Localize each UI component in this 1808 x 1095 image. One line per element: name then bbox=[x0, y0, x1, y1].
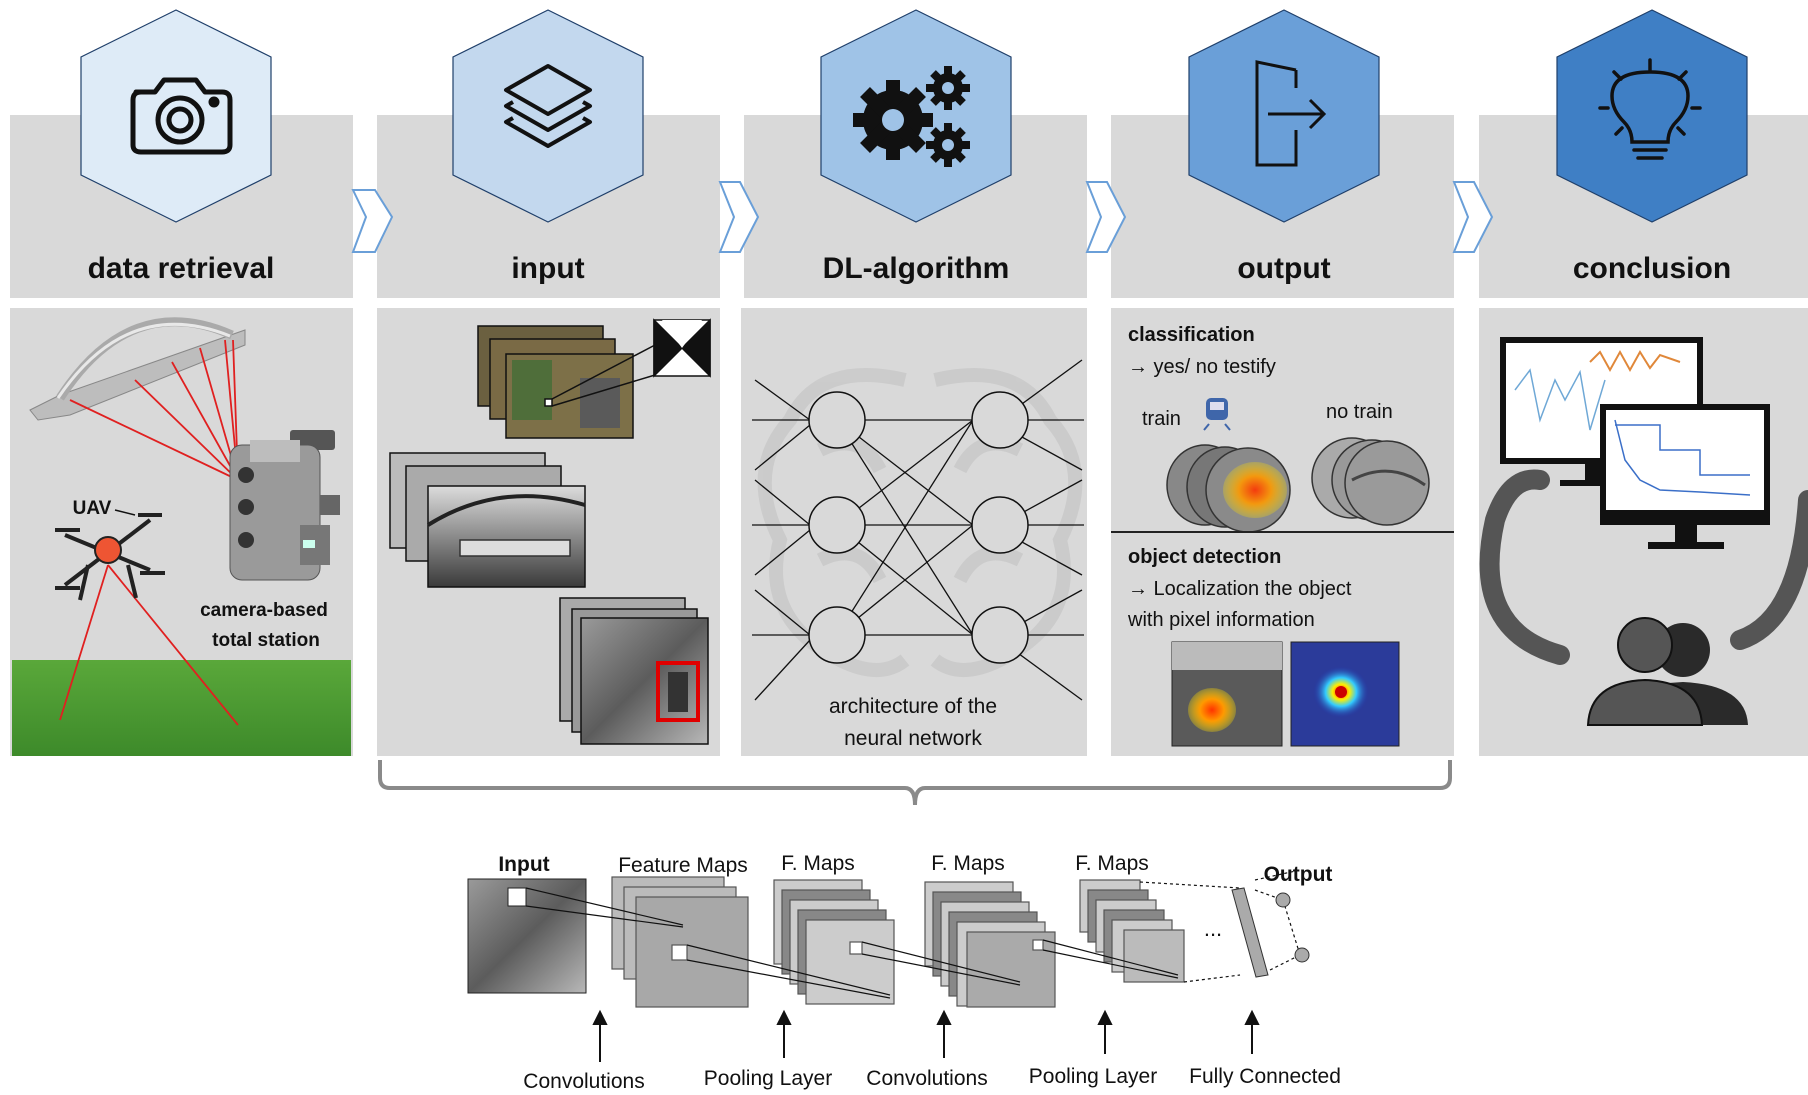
network-node bbox=[971, 496, 1029, 554]
detection-title: object detection bbox=[1128, 546, 1281, 568]
data-retrieval-illustration: UAV camera-based total station bbox=[12, 317, 351, 756]
stage-hexagons bbox=[80, 9, 1748, 223]
uav-label-pointer bbox=[114, 509, 136, 516]
cnn-layer-label: Pooling Layer bbox=[704, 1067, 832, 1090]
stage-title: data retrieval bbox=[88, 252, 275, 285]
stage-title: DL-algorithm bbox=[823, 252, 1010, 285]
network-nodes bbox=[808, 391, 1029, 664]
classification-text: → yes/ no testify bbox=[1128, 356, 1276, 378]
cnn-map-label: Feature Maps bbox=[618, 854, 748, 877]
cnn-map-label: F. Maps bbox=[1075, 852, 1149, 875]
fully-connected-layer bbox=[1231, 887, 1269, 978]
neural-network: architecture of the neural network bbox=[752, 359, 1084, 750]
station-label-line-2: total station bbox=[212, 630, 320, 651]
nn-caption-line-1: architecture of the bbox=[829, 695, 997, 718]
grouping-bracket bbox=[378, 760, 1452, 806]
total-station-image bbox=[229, 430, 340, 581]
layers-icon bbox=[504, 64, 592, 148]
exit-arrow-icon bbox=[1255, 60, 1327, 167]
monitor-front-image bbox=[1600, 404, 1770, 549]
cnn-layer-label: Fully Connected bbox=[1189, 1065, 1341, 1088]
output-node bbox=[1294, 947, 1310, 963]
detection-text-line-1: → Localization the object bbox=[1128, 578, 1352, 600]
bridge-image-stack bbox=[389, 452, 586, 588]
stage-title: conclusion bbox=[1573, 252, 1731, 285]
train-label: train bbox=[1142, 408, 1181, 430]
cnn-layer-label: Convolutions bbox=[523, 1070, 644, 1093]
station-label-line-1: camera-based bbox=[200, 600, 328, 621]
network-node bbox=[971, 391, 1029, 449]
output-content: classification → yes/ no testify train n… bbox=[1111, 324, 1454, 747]
content-panel-dl-algorithm bbox=[741, 308, 1087, 756]
hexagon-stage-4 bbox=[1188, 9, 1380, 223]
lightbulb-icon bbox=[1598, 58, 1702, 160]
no-train-circle-images bbox=[1311, 437, 1430, 526]
detection-images bbox=[1171, 641, 1400, 747]
cycle-arrow-right-icon bbox=[1730, 490, 1808, 650]
gears-icon bbox=[853, 66, 970, 167]
cnn-receptive-lines bbox=[525, 887, 1179, 999]
stage-title: input bbox=[511, 252, 584, 285]
cnn-ellipsis: ... bbox=[1204, 916, 1222, 941]
output-node bbox=[1275, 892, 1291, 908]
hexagon-stage-5 bbox=[1556, 9, 1748, 223]
feature-maps-2 bbox=[773, 879, 895, 1005]
aerial-image-stack bbox=[477, 318, 711, 439]
no-train-label: no train bbox=[1326, 401, 1393, 423]
users-icon bbox=[1586, 617, 1748, 726]
chevron-right-icon bbox=[1085, 181, 1127, 253]
detection-text-line-2: with pixel information bbox=[1127, 609, 1315, 631]
cnn-output-title: Output bbox=[1264, 863, 1333, 886]
uav-image bbox=[55, 513, 165, 601]
train-icon bbox=[1203, 398, 1231, 431]
network-node bbox=[808, 391, 866, 449]
classification-title: classification bbox=[1128, 324, 1255, 346]
network-node bbox=[808, 496, 866, 554]
cnn-layer-label: Convolutions bbox=[866, 1067, 987, 1090]
cycle-arrow-left-icon bbox=[1479, 469, 1570, 665]
uav-label: UAV bbox=[73, 498, 112, 519]
cnn-map-label: F. Maps bbox=[781, 852, 855, 875]
nn-caption-line-2: neural network bbox=[844, 727, 982, 750]
stage-title: output bbox=[1237, 252, 1330, 285]
train-circle-images bbox=[1166, 444, 1291, 533]
stage-arrows bbox=[351, 181, 1494, 253]
cnn-architecture: Input Feature Maps F. Maps F. Maps bbox=[467, 852, 1341, 1093]
network-node bbox=[971, 606, 1029, 664]
brain-watermark bbox=[757, 368, 1083, 677]
hexagon-stage-1 bbox=[80, 9, 272, 223]
cnn-map-label: F. Maps bbox=[931, 852, 1005, 875]
chevron-right-icon bbox=[1452, 181, 1494, 253]
camera-icon bbox=[130, 77, 233, 155]
cnn-layer-label: Pooling Layer bbox=[1029, 1065, 1157, 1088]
input-illustration bbox=[389, 318, 711, 745]
bridge-image bbox=[29, 317, 246, 421]
grass-image bbox=[12, 660, 351, 756]
feature-maps-1 bbox=[611, 876, 749, 1008]
feature-maps-4 bbox=[1032, 879, 1185, 983]
cnn-input-title: Input bbox=[498, 853, 549, 876]
cnn-input-image bbox=[467, 878, 587, 994]
chevron-right-icon bbox=[718, 181, 760, 253]
station-image-stack bbox=[559, 597, 709, 745]
network-node bbox=[808, 606, 866, 664]
feature-maps-3 bbox=[924, 881, 1056, 1008]
chevron-right-icon bbox=[351, 189, 394, 253]
cnn-layer-arrows bbox=[592, 1009, 1260, 1062]
conclusion-illustration bbox=[1479, 337, 1808, 726]
